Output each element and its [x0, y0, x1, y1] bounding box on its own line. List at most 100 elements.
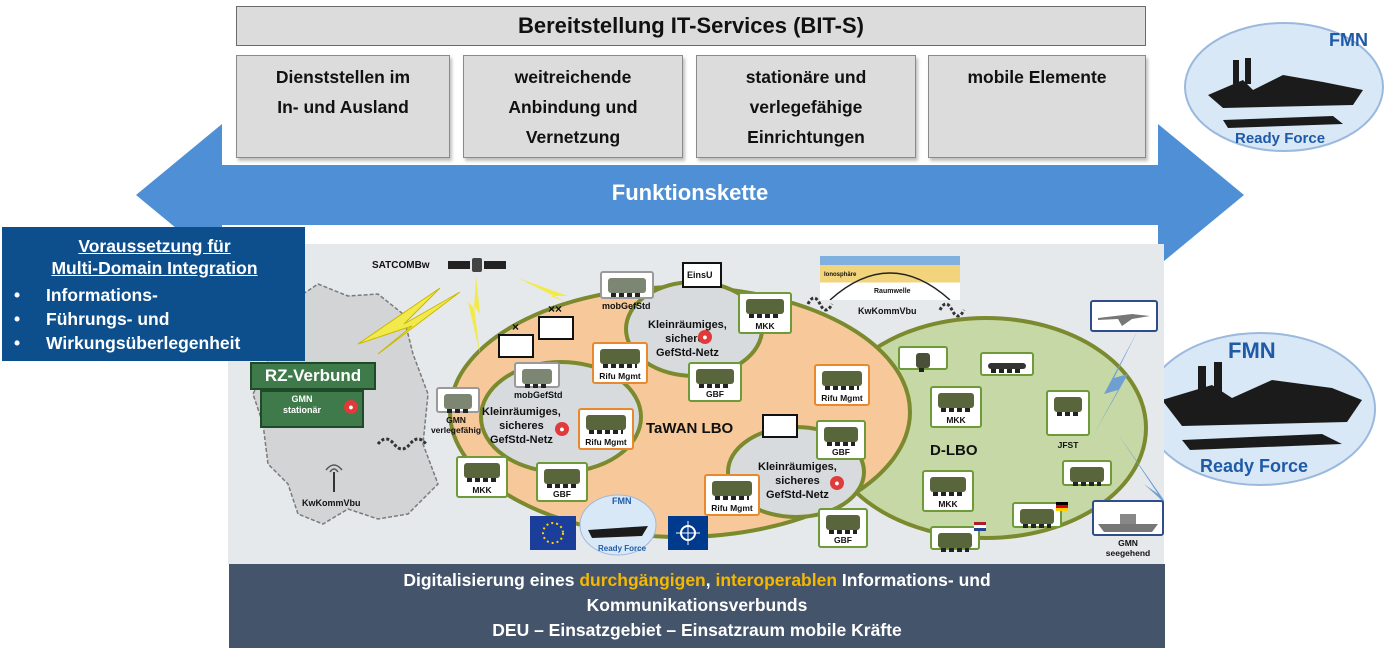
fmn-subtitle-right: Ready Force	[1200, 456, 1309, 476]
voraussetzung-title: Voraussetzung für Multi-Domain Integrati…	[12, 235, 297, 279]
list-item-text: Informations-	[46, 285, 158, 305]
gbf-unit: GBF	[818, 508, 868, 548]
vehicle-icon	[822, 371, 862, 390]
rifu-mgmt-unit: Rifu Mgmt	[578, 408, 634, 450]
voraussetzung-title-line: Voraussetzung für	[78, 236, 231, 256]
bullet: •	[14, 309, 21, 329]
fmn-logo-small: FMN Ready Force	[578, 492, 658, 558]
gmn-seegehend-label: GMN seegehend	[1100, 538, 1156, 558]
jet-unit	[1090, 300, 1158, 332]
vehicle-icon	[586, 415, 626, 434]
rz-verbund-building: RZ-Verbund GMN stationär ●	[250, 362, 378, 428]
truck-icon	[444, 394, 472, 413]
service-line: verlegefähige	[749, 97, 863, 117]
rifu-mgmt-unit: Rifu Mgmt	[814, 364, 870, 406]
unit-label: MKK	[946, 415, 966, 425]
rifu-mgmt-unit: Rifu Mgmt	[704, 474, 760, 516]
vehicle-icon	[930, 477, 966, 496]
netz-line: sicheres	[499, 420, 544, 432]
unit-label: GBF	[706, 389, 724, 399]
service-box-mobile: mobile Elemente	[928, 55, 1146, 158]
rifu-mgmt-unit: Rifu Mgmt	[592, 342, 648, 384]
funktionskette-label: Funktionskette	[611, 180, 769, 205]
jfst-unit: JFST	[1046, 390, 1090, 450]
ionosphaere-label: Ionosphäre	[824, 272, 857, 278]
bit-s-title: Bereitstellung IT-Services (BIT-S)	[236, 6, 1146, 46]
fmn-logo-top: FMN Ready Force	[1183, 20, 1386, 155]
mkk-unit: MKK	[456, 456, 508, 498]
service-box-anbindung: weitreichende Anbindung und Vernetzung	[463, 55, 683, 158]
netz-line: Kleinräumiges,	[758, 461, 837, 473]
ionosphere-graphic: Ionosphäre Raumwelle	[820, 256, 960, 300]
fmn-subtitle-small: Ready Force	[598, 544, 647, 553]
service-line: Einrichtungen	[747, 127, 865, 147]
gbf-unit: GBF	[816, 420, 866, 460]
mkk-unit: MKK	[922, 470, 974, 512]
tawan-lbo-label: TaWAN LBO	[646, 420, 734, 437]
bullet: •	[14, 333, 21, 353]
vehicle-icon	[824, 427, 858, 446]
gmn-stationaer-label: GMN stationär	[272, 394, 332, 416]
fmn-subtitle-top: Ready Force	[1235, 130, 1326, 147]
list-item: •Informations-	[12, 283, 297, 307]
service-box-einrichtungen: stationäre und verlegefähige Einrichtung…	[696, 55, 916, 158]
rz-verbund-label: RZ-Verbund	[264, 366, 362, 385]
tank-icon	[938, 533, 972, 552]
netz-line: Kleinräumiges,	[482, 406, 561, 418]
lock-icon: ●	[830, 476, 844, 490]
unit-label: Rifu Mgmt	[599, 371, 641, 381]
fmn-title-top: FMN	[1329, 30, 1368, 50]
gmn-line: GMN	[446, 415, 466, 425]
tank-icon	[1020, 509, 1054, 528]
soldiers-unit	[898, 346, 948, 372]
banner-text: Informations- und	[837, 570, 991, 590]
ship-icon	[1098, 514, 1158, 532]
drone-unit	[980, 352, 1034, 376]
vehicle-icon	[464, 463, 500, 482]
cross-label: ×	[512, 320, 520, 334]
raumwelle-label: Raumwelle	[874, 288, 911, 295]
unit-label: MKK	[938, 499, 958, 509]
mobgefstd-unit-top	[600, 271, 654, 299]
unit-label: Rifu Mgmt	[821, 393, 863, 403]
tank-icon	[1070, 467, 1104, 486]
service-line: stationäre und	[745, 67, 867, 87]
netz-label-top: Kleinräumiges, sicheres GefStd-Netz	[648, 318, 727, 360]
gmn-line: stationär	[282, 405, 321, 415]
banner-line-2: Kommunikationsverbunds	[586, 595, 808, 615]
eu-flag-icon	[530, 516, 576, 550]
list-item: •Führungs- und	[12, 307, 297, 331]
service-line: Vernetzung	[525, 127, 621, 147]
unit-label: JFST	[1057, 440, 1079, 450]
fmn-title-small: FMN	[612, 496, 632, 506]
netz-line: GefStd-Netz	[489, 434, 553, 446]
list-item-text: Wirkungsüberlegenheit	[46, 333, 241, 353]
vehicle-icon	[746, 299, 784, 318]
list-item: • Wirkungsüberlegenheit	[12, 331, 297, 355]
netz-label-left: Kleinräumiges, sicheres GefStd-Netz	[482, 405, 561, 447]
service-line: Dienststellen im	[275, 67, 411, 87]
unit-label: GBF	[834, 535, 852, 545]
jet-icon	[1098, 314, 1150, 326]
netz-line: GefStd-Netz	[765, 489, 829, 501]
lock-icon: ●	[344, 400, 358, 414]
kwkommvbu-right-label: KwKommVbu	[858, 306, 917, 316]
fmn-logo-right: FMN Ready Force	[1142, 330, 1378, 488]
tank-unit	[1062, 460, 1112, 486]
mobgefstd-label-left: mobGefStd	[514, 390, 563, 400]
fmn-emblem-icon	[579, 494, 657, 556]
gbf-unit: GBF	[536, 462, 588, 502]
dutch-flag-icon	[974, 522, 986, 531]
lock-icon: ●	[698, 330, 712, 344]
fmn-title-right: FMN	[1228, 338, 1276, 363]
gmn-verlegefaehig-unit	[436, 387, 480, 413]
unit-label: Rifu Mgmt	[585, 437, 627, 447]
banner-line-1: Digitalisierung eines durchgängigen, int…	[229, 568, 1165, 593]
bottom-banner: Digitalisierung eines durchgängigen, int…	[229, 564, 1165, 648]
unit-label: Rifu Mgmt	[711, 503, 753, 513]
einsu-label: EinsU	[687, 270, 713, 280]
satellite-icon	[448, 258, 506, 272]
gmn-line: verlegefähig	[430, 425, 482, 435]
service-line: In- und Ausland	[277, 97, 409, 117]
mkk-unit: MKK	[930, 386, 982, 428]
